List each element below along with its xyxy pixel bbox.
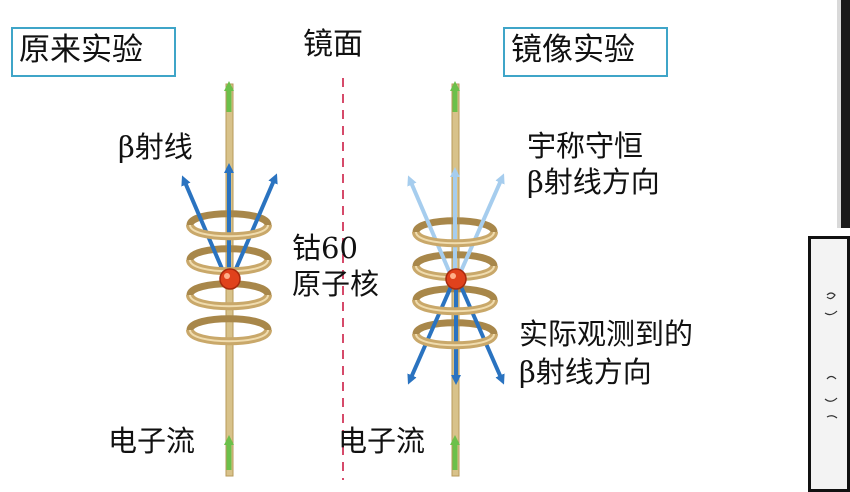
right-expected-arrow-right [456, 173, 505, 279]
left-nucleus [219, 268, 241, 290]
right-nucleus [445, 268, 467, 290]
nucleus-label: 钴60 原子核 [292, 231, 380, 302]
edge-panel-bottom [808, 236, 850, 492]
right-expected-arrow-left [407, 175, 454, 279]
observed-direction-label: 实际观测到的 β射线方向 [519, 317, 694, 389]
original-apparatus [181, 81, 278, 477]
parity-conserved-label: 宇称守恒 β射线方向 [527, 129, 660, 200]
electron-current-left-label: 电子流 [108, 424, 196, 458]
right-observed-arrow-left [407, 281, 455, 385]
right-observed-arrow-right [457, 281, 505, 385]
left-beta-arrow-right [230, 173, 278, 279]
electron-current-right-label: 电子流 [338, 424, 426, 458]
left-beta-arrow-left [181, 175, 228, 279]
beta-rays-label: β射线 [118, 130, 193, 164]
mirror-apparatus [407, 81, 505, 477]
mirror-experiment-title: 镜像实验 [503, 27, 668, 77]
original-experiment-title: 原来实验 [11, 27, 176, 77]
edge-panel-top-highlight [837, 0, 841, 228]
mirror-plane-title: 镜面 [303, 27, 363, 62]
